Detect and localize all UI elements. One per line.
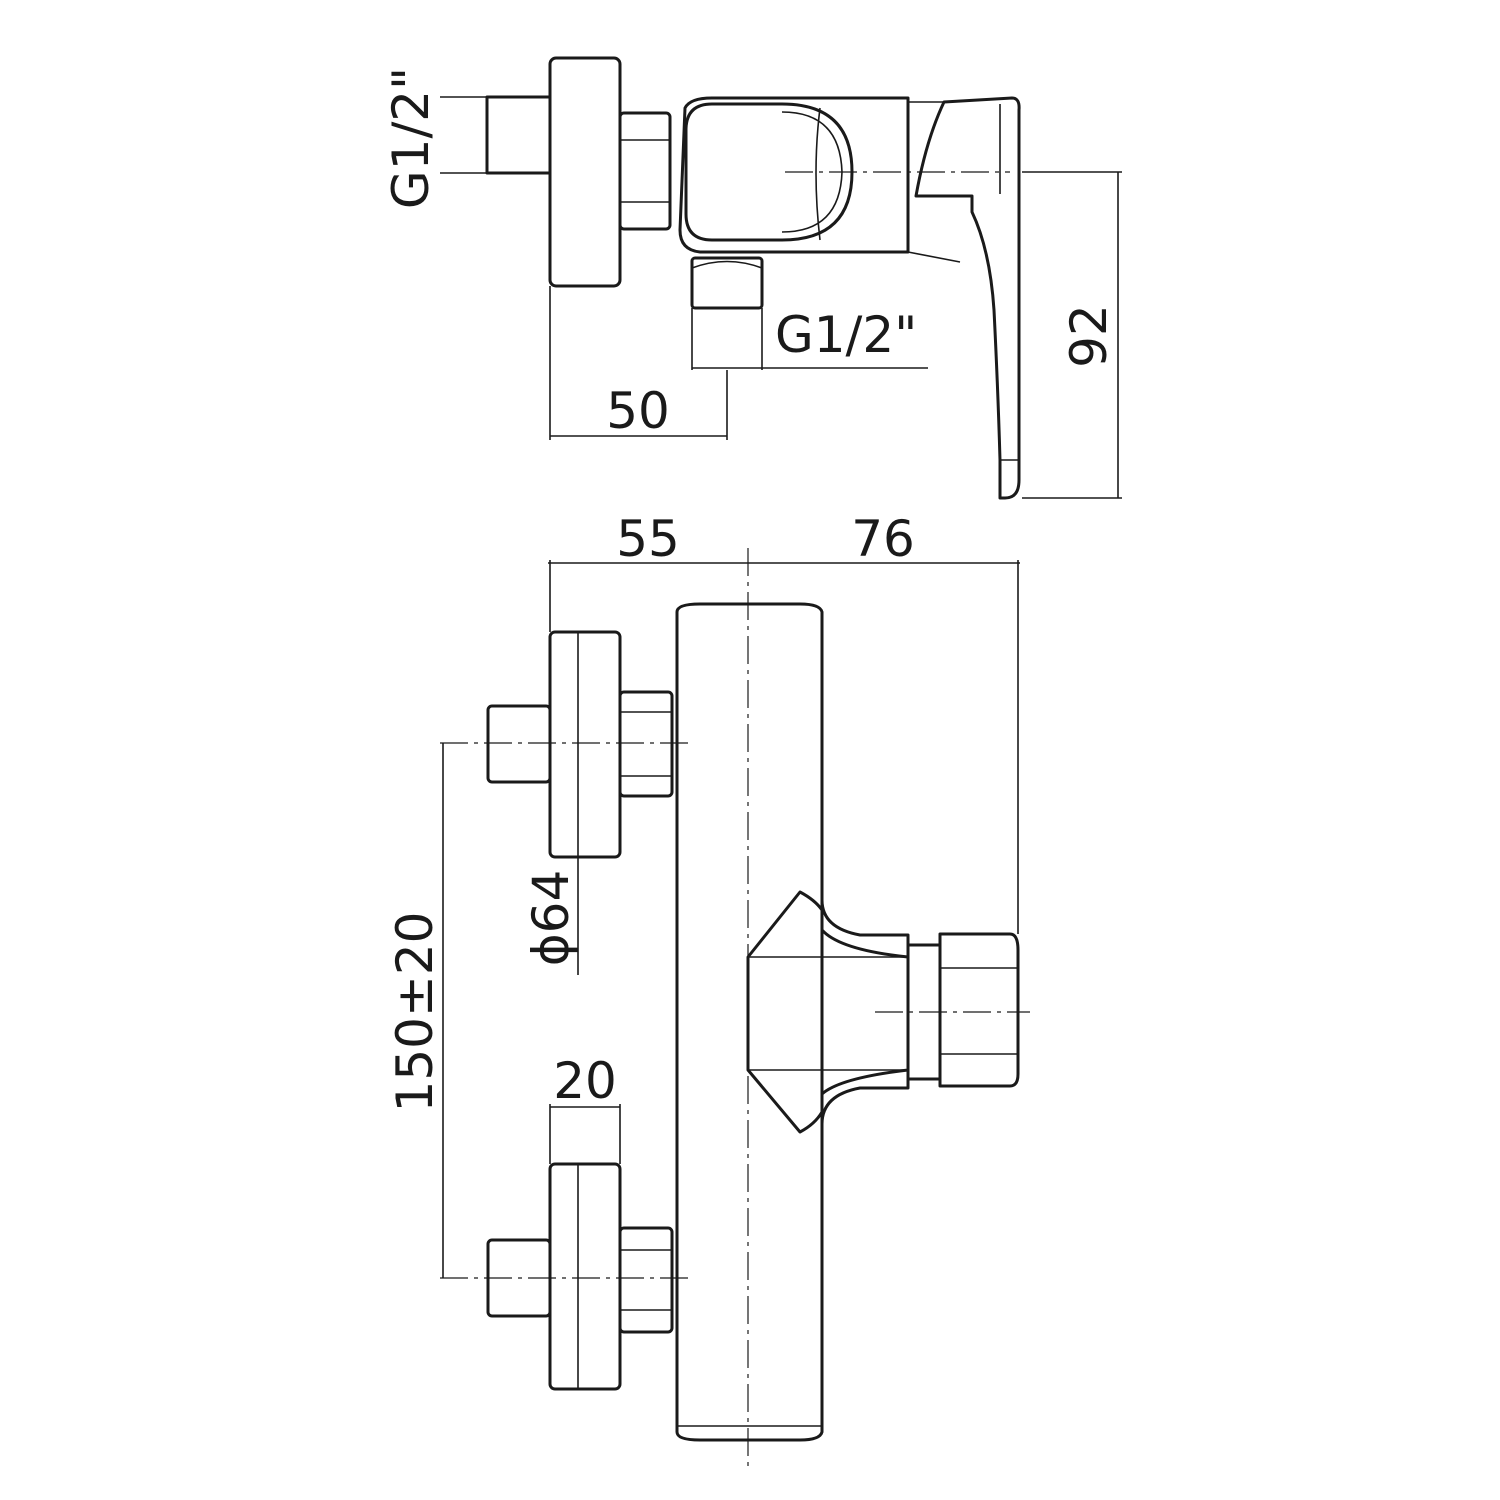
side-mixer-body: [678, 96, 910, 254]
side-height-label: 92: [1060, 304, 1118, 368]
side-outlet-thread-dimension: G1/2": [691, 306, 928, 370]
side-hex-nut: [618, 111, 672, 231]
side-view: G1/2" G1/2" 50 92: [382, 56, 1122, 500]
front-rosette-depth-label: 20: [553, 1052, 617, 1110]
front-centers-dimension: 150±20: [386, 743, 444, 1278]
side-lever-handle: [907, 96, 1021, 500]
front-mixer-body: [675, 602, 824, 1442]
front-centers-label: 150±20: [386, 912, 444, 1113]
front-rosette-diameter-dimension: ϕ64: [522, 857, 580, 975]
front-rosette-diameter-label: ϕ64: [522, 870, 580, 967]
front-lower-hex-nut: [618, 1226, 674, 1334]
front-handle-cap: [938, 932, 1020, 1088]
side-height-dimension: 92: [1022, 171, 1122, 499]
front-upper-rosette: [548, 630, 622, 859]
front-right-width-label: 76: [851, 510, 915, 568]
side-inlet-thread-label: G1/2": [382, 67, 440, 209]
side-depth-label: 50: [606, 382, 670, 440]
front-rosette-depth-dimension: 20: [549, 1052, 621, 1164]
front-upper-inlet-stub: [486, 704, 552, 784]
side-inlet-thread-dimension: G1/2": [382, 67, 487, 209]
front-cartridge-housing: [746, 890, 942, 1134]
front-left-width-label: 55: [616, 510, 680, 568]
side-depth-dimension: 50: [549, 286, 728, 440]
side-outlet-thread-label: G1/2": [775, 306, 917, 364]
front-width-dimensions: 55 76: [548, 510, 1020, 934]
front-view: 55 76 ϕ64 150±20 20: [386, 510, 1030, 1468]
front-upper-hex-nut: [618, 690, 674, 798]
front-lower-rosette: [548, 1162, 622, 1391]
side-outlet-connector: [690, 256, 764, 310]
side-inlet-stub: [485, 95, 552, 175]
side-wall-rosette: [548, 56, 622, 288]
